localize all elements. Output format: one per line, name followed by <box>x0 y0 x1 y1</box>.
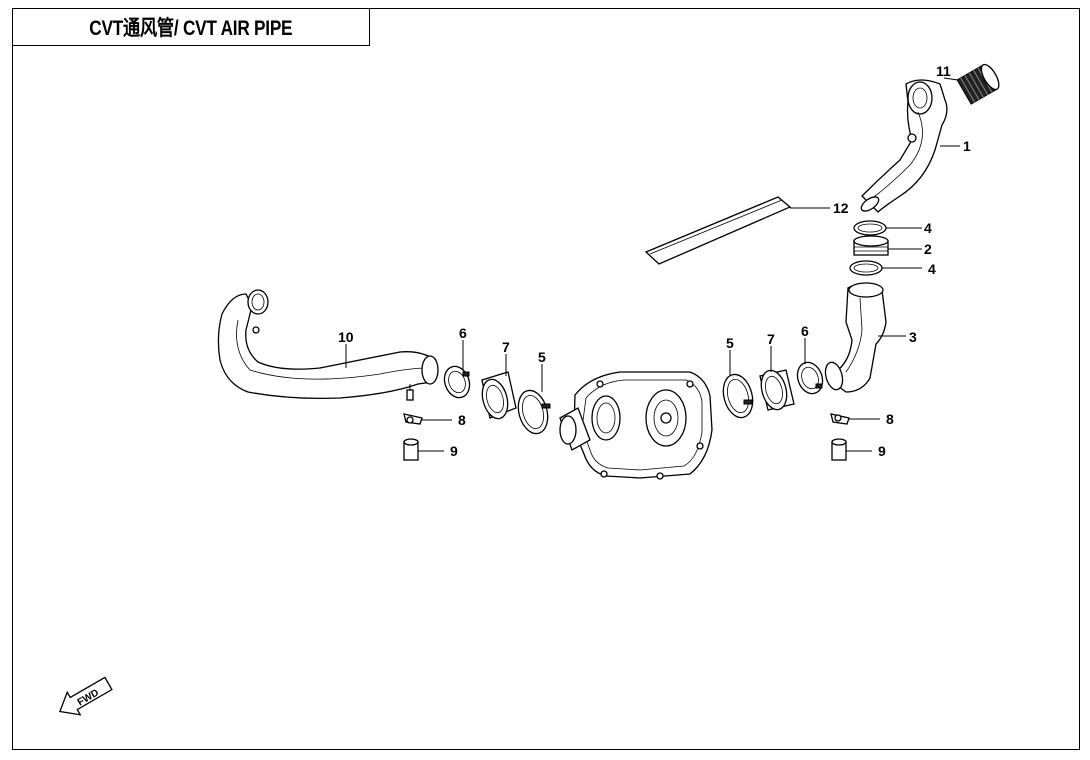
part-8-clip-right <box>830 413 850 425</box>
part-10-left-pipe <box>217 289 439 401</box>
callout-4-upper: 4 <box>924 220 932 236</box>
part-5-clamp-right <box>722 373 754 419</box>
part-8-clip-left <box>403 413 423 425</box>
callout-5-left: 5 <box>538 349 546 365</box>
part-7-boot-right <box>759 369 795 411</box>
part-3-right-duct <box>824 282 887 393</box>
title-box: CVT通风管/ CVT AIR PIPE <box>12 8 370 46</box>
callout-3: 3 <box>909 329 917 345</box>
callout-1: 1 <box>963 138 971 154</box>
callout-10: 10 <box>338 329 354 345</box>
callout-9-right: 9 <box>878 443 886 459</box>
part-4-clamp-upper <box>853 220 887 236</box>
part-12-label-sticker <box>644 196 792 265</box>
part-1-upper-intake-pipe <box>860 79 948 213</box>
callout-5-right: 5 <box>726 335 734 351</box>
callout-9-left: 9 <box>450 443 458 459</box>
callout-12: 12 <box>833 200 849 216</box>
callout-6-left: 6 <box>459 325 467 341</box>
callout-8-left: 8 <box>458 412 466 428</box>
part-11-filter-cap <box>956 63 1000 105</box>
part-9-cap-left <box>403 438 419 461</box>
callout-7-right: 7 <box>767 331 775 347</box>
part-7-boot-left <box>481 371 517 420</box>
drawing-frame <box>12 8 1080 750</box>
callout-8-right: 8 <box>886 411 894 427</box>
callout-11: 11 <box>936 63 951 79</box>
callout-7-left: 7 <box>502 339 510 355</box>
fwd-direction-arrow: FWD <box>58 676 113 716</box>
callout-numbers: 1 2 3 4 4 5 5 6 6 7 7 8 8 9 9 10 11 12 <box>338 63 971 459</box>
cvt-cover-housing <box>559 371 713 480</box>
page-title: CVT通风管/ CVT AIR PIPE <box>89 17 293 40</box>
callout-6-right: 6 <box>801 323 809 339</box>
part-9-cap-right <box>831 438 847 461</box>
callout-4-lower: 4 <box>928 261 936 277</box>
fwd-label: FWD <box>76 688 101 709</box>
part-6-clamp-right <box>796 361 824 395</box>
leader-lines <box>345 77 960 452</box>
part-6-clamp-left <box>443 365 471 399</box>
part-2-coupling-sleeve <box>853 235 889 256</box>
part-4-clamp-lower <box>849 260 883 276</box>
part-5-clamp-left <box>517 389 551 435</box>
callout-2: 2 <box>924 241 932 257</box>
